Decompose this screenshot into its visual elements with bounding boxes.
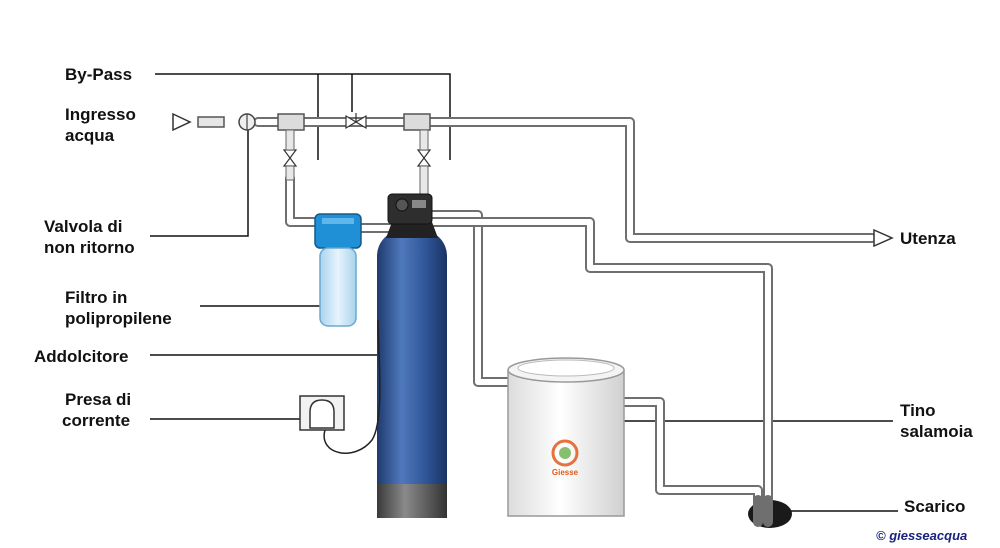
inlet-valve-icon	[282, 149, 298, 167]
power-outlet	[299, 319, 381, 454]
logo-text: Giesse	[552, 468, 579, 477]
label-filtro-1: Filtro in	[65, 288, 127, 307]
label-addolcitore: Addolcitore	[34, 347, 128, 366]
brine-tank: Giesse	[507, 357, 625, 517]
utenza-arrow-icon	[873, 228, 894, 248]
outlet-valve-icon	[416, 149, 432, 167]
label-presa-2: corrente	[62, 411, 130, 430]
label-presa-1: Presa di	[65, 390, 131, 409]
plug-icon	[309, 399, 335, 429]
label-valvola-2: non ritorno	[44, 238, 135, 257]
resin-tank	[377, 230, 447, 518]
label-leaders	[150, 73, 898, 512]
bypass-valve-icon	[345, 113, 367, 130]
softener-tank	[377, 193, 447, 518]
filter-bowl	[319, 247, 357, 327]
label-ingresso-2: acqua	[65, 126, 115, 145]
labels: By-Pass Ingresso acqua Valvola di non ri…	[34, 65, 973, 543]
control-valve-head	[387, 193, 433, 225]
brine-tank-body	[507, 369, 625, 517]
outlet-tee-fitting	[403, 113, 431, 131]
label-scarico: Scarico	[904, 497, 965, 516]
label-bypass: By-Pass	[65, 65, 132, 84]
label-filtro-2: polipropilene	[65, 309, 172, 328]
control-valve-collar	[386, 222, 438, 238]
label-valvola-1: Valvola di	[44, 217, 122, 236]
label-utenza: Utenza	[900, 229, 956, 248]
inlet-nipple	[197, 116, 225, 128]
drain	[748, 495, 792, 528]
inlet-assembly	[172, 112, 432, 197]
polypropylene-filter	[314, 213, 362, 327]
label-ingresso-1: Ingresso	[65, 105, 136, 124]
inlet-arrow-icon	[172, 112, 192, 132]
giesse-logo: Giesse	[551, 439, 579, 477]
label-tino-1: Tino	[900, 401, 936, 420]
label-tino-2: salamoia	[900, 422, 973, 441]
inlet-tee-fitting	[277, 113, 305, 131]
tank-base	[377, 484, 447, 518]
copyright-text: © giesseacqua	[876, 528, 967, 543]
